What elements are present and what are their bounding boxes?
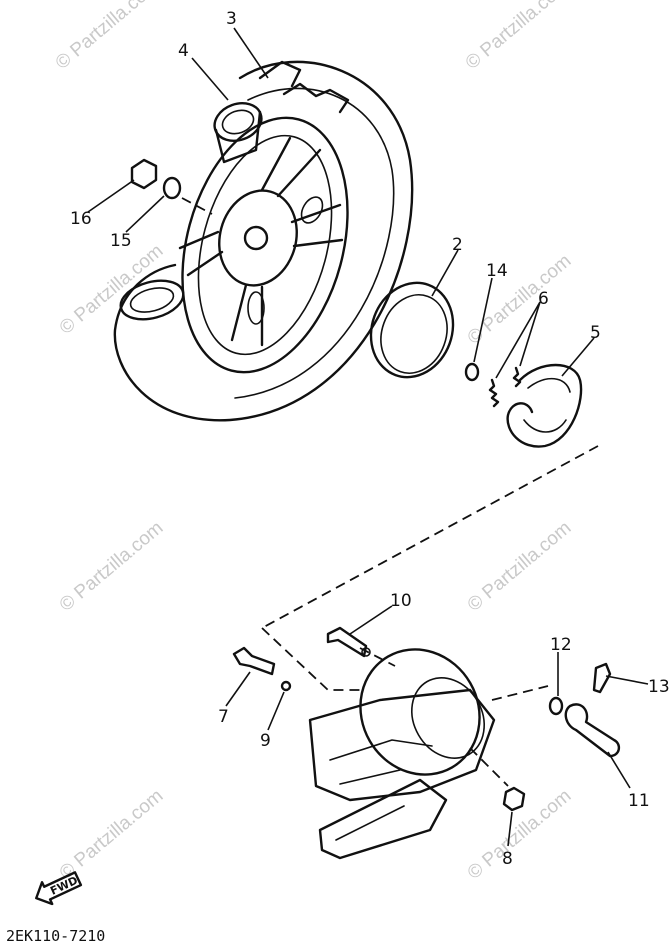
seal-ring-outer <box>369 281 455 379</box>
leader-11 <box>607 751 631 789</box>
leader-3 <box>233 27 269 79</box>
spoke-slot <box>300 196 324 224</box>
leader-16 <box>87 179 135 213</box>
callout-label: 13 <box>648 677 670 697</box>
callout-label: 16 <box>70 209 92 229</box>
oring-9 <box>280 680 292 692</box>
swingarm-lower-detail <box>335 805 405 841</box>
brake-seal-ring <box>369 281 455 379</box>
leader-13 <box>605 675 649 685</box>
brake-arm-assembly <box>548 662 621 758</box>
wheel-spoke-left <box>178 230 224 277</box>
callout-label: 9 <box>260 731 271 751</box>
leader-6b <box>519 301 541 367</box>
wheel-spoke-right <box>290 203 344 248</box>
leader-10 <box>349 605 393 635</box>
seal-ring-inner <box>380 294 448 374</box>
camshaft-10 <box>326 626 368 658</box>
spoke-slot-lower <box>247 291 265 325</box>
watermark-top-right: © Partzilla.com <box>462 0 574 74</box>
watermark-bottom-right: © Partzilla.com <box>464 785 576 883</box>
watermark-bottom-left: © Partzilla.com <box>56 785 168 883</box>
tire-outline <box>113 60 414 422</box>
callout-label: 14 <box>486 261 508 281</box>
brake-panel-plate <box>359 648 481 776</box>
brake-camshaft <box>326 626 371 658</box>
bolt-13 <box>592 662 612 694</box>
left-boss <box>119 279 185 321</box>
leader-8 <box>507 811 513 847</box>
wheel-rim-inner <box>197 134 333 356</box>
swingarm-body <box>308 688 496 802</box>
wheel-assembly <box>113 60 414 422</box>
fwd-arrow: FWD <box>35 871 83 906</box>
callout-label: 4 <box>178 41 189 61</box>
brake-panel-inner <box>411 677 485 759</box>
axle-nut <box>502 786 526 812</box>
camshaft-end <box>361 647 371 657</box>
leader-7 <box>225 671 251 707</box>
watermark-low-left: © Partzilla.com <box>56 517 168 615</box>
callout-label: 2 <box>452 235 463 255</box>
hub-nut-and-washer <box>130 158 213 215</box>
callout-label: 15 <box>110 231 132 251</box>
washer-12 <box>548 696 564 716</box>
dash-to-arm <box>491 685 549 701</box>
callout-leaders <box>87 27 649 847</box>
spring-6b <box>512 366 522 388</box>
leader-6a <box>495 301 541 379</box>
watermark-top-left: © Partzilla.com <box>52 0 164 74</box>
valve-boss-top-inner <box>221 109 255 135</box>
wheel-rim <box>181 116 349 374</box>
leader-15 <box>125 195 165 233</box>
callout-label: 5 <box>590 323 601 343</box>
hub-center <box>243 225 269 251</box>
callout-labels: 3 4 16 15 2 14 6 5 10 12 13 7 9 11 8 <box>70 9 670 869</box>
callout-label: 10 <box>390 591 412 611</box>
pivot-bolt-and-oring <box>232 646 292 692</box>
callout-label: 12 <box>550 635 572 655</box>
diagram-code: 2EK110-7210 <box>6 927 105 945</box>
spring-6a <box>488 378 500 408</box>
callout-label: 6 <box>538 289 549 309</box>
dash-to-nut-8 <box>469 747 509 787</box>
brake-arm-11 <box>564 703 621 758</box>
wheel-spoke-top <box>260 136 322 198</box>
tread-pattern <box>258 60 350 114</box>
dash-panel-left <box>261 627 360 691</box>
callout-label: 8 <box>502 849 513 869</box>
wheel-hub <box>218 189 298 287</box>
callout-label: 3 <box>226 9 237 29</box>
nut-16 <box>130 158 158 190</box>
callout-label: 11 <box>628 791 650 811</box>
brake-shoe-assembly <box>464 362 583 448</box>
leader-5 <box>561 337 595 377</box>
leader-14 <box>473 277 493 363</box>
washer-15 <box>162 176 182 200</box>
swingarm-detail <box>329 739 433 785</box>
leader-2 <box>431 249 459 297</box>
callout-label: 7 <box>218 707 229 727</box>
watermark-low-right: © Partzilla.com <box>464 517 576 615</box>
brake-shoe-5 <box>506 363 583 448</box>
circlip-14 <box>464 362 480 382</box>
brake-panel-and-swingarm <box>308 648 496 860</box>
leader-9 <box>267 691 285 731</box>
swingarm-lower <box>318 778 448 860</box>
leader-4 <box>191 57 229 101</box>
brake-shoe-lining <box>523 377 571 433</box>
bolt-7 <box>232 646 276 676</box>
fwd-arrow-icon <box>35 871 83 906</box>
tire-inner-line <box>234 87 395 399</box>
left-boss-inner <box>129 287 175 313</box>
axle-centerline-upper <box>181 197 213 215</box>
valve-boss-top-body <box>214 110 262 164</box>
nut-8 <box>502 786 526 812</box>
wheel-spoke-bottom <box>230 283 264 347</box>
